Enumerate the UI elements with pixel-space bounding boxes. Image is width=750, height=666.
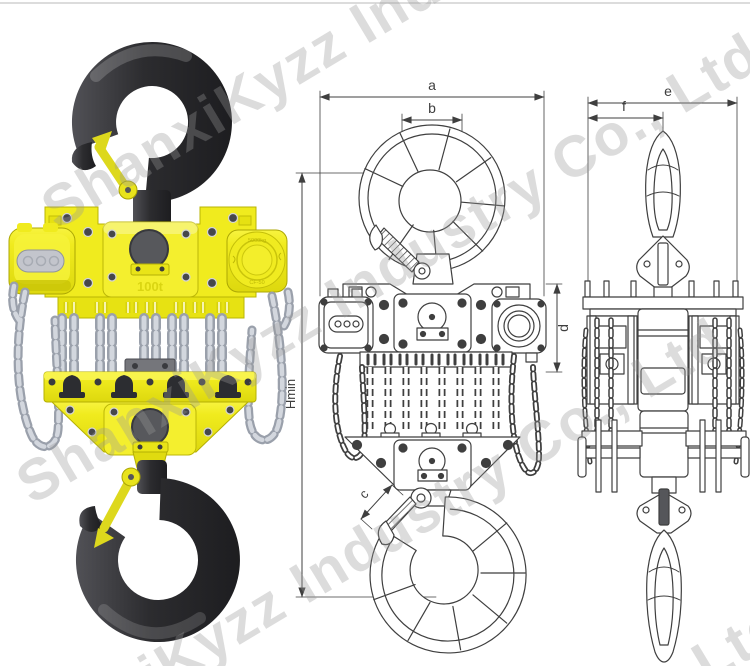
front-body: [318, 283, 547, 368]
side-bottom-hook: [636, 488, 692, 663]
bottom-hook: [75, 460, 240, 643]
dim-label-hmin: Hmin: [283, 379, 298, 409]
top-hook-tip: [71, 142, 96, 171]
load-chain-falls: [57, 313, 227, 379]
dim-label-c: c: [356, 486, 372, 501]
bottom-hook-tip: [79, 506, 102, 532]
cover-capacity-label: 5000kg: [248, 238, 266, 244]
top-hook: [71, 42, 232, 230]
bottom-hook-latch: [99, 473, 136, 533]
front-bottom-block: [344, 422, 521, 507]
dim-label-d: d: [555, 324, 571, 332]
dimension-e: e: [587, 83, 738, 301]
side-top-hook: [636, 130, 690, 300]
side-view-drawing: e f: [577, 83, 750, 663]
dimension-a: a: [319, 77, 545, 297]
front-view-drawing: a b Hmin d: [283, 77, 571, 654]
suspension-pin: [129, 229, 169, 269]
dim-label-e: e: [664, 83, 672, 99]
product-render-3d: 100t 5000kg CF-50: [8, 42, 294, 643]
dimension-d: d: [545, 283, 571, 373]
top-border-line: [0, 2, 750, 4]
top-hook-latch: [94, 142, 132, 194]
capacity-label: 100t: [137, 279, 164, 294]
right-handwheel-cover: 5000kg CF-50: [226, 229, 288, 293]
front-bottom-hook: [369, 487, 527, 654]
left-brake-cover: [8, 223, 76, 295]
dim-label-b: b: [428, 100, 436, 116]
front-top-hook: [358, 124, 506, 285]
dim-label-f: f: [622, 98, 626, 114]
side-body: [577, 280, 750, 494]
bottom-block: [43, 358, 257, 469]
cover-model-label: CF-50: [249, 280, 264, 286]
dimension-f: f: [587, 98, 664, 134]
dim-label-a: a: [428, 77, 436, 93]
front-chain-falls: [332, 353, 542, 476]
hand-chain-loops: [8, 281, 294, 451]
hoist-body: 100t: [44, 206, 257, 319]
dimension-hmin: Hmin: [283, 172, 437, 598]
